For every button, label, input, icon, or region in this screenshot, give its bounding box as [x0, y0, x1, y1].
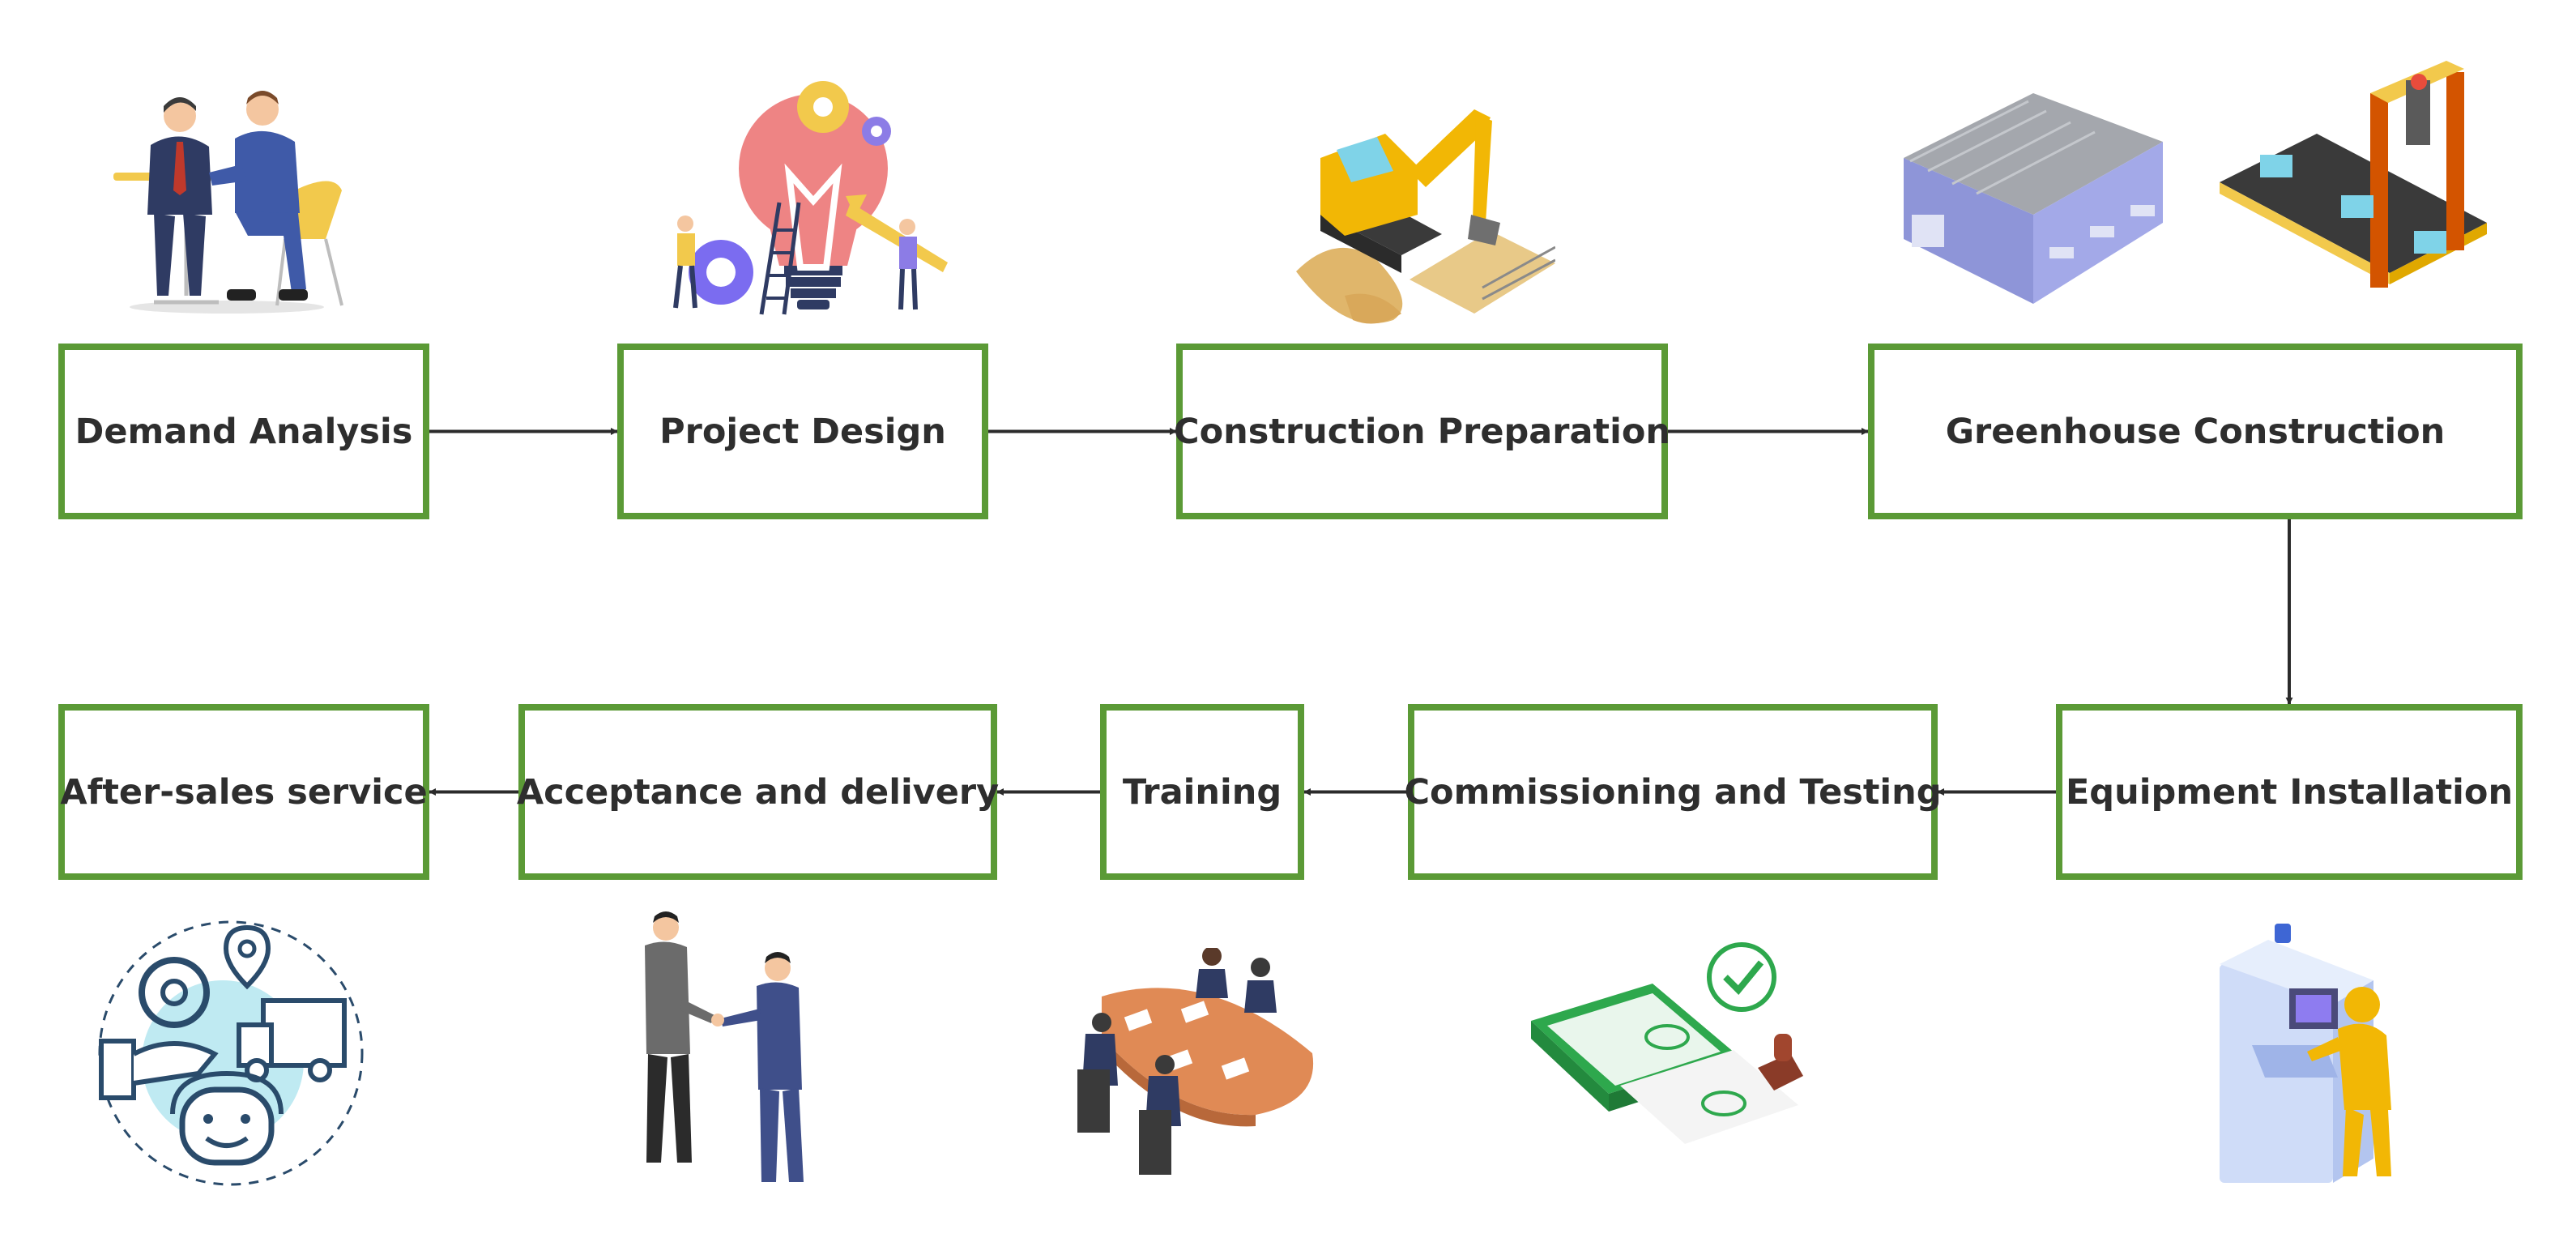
node-label: Construction Preparation — [1174, 411, 1670, 452]
handshake-illustration — [645, 911, 804, 1182]
excavator-illustration — [1296, 109, 1555, 324]
customer-support-icon — [98, 920, 364, 1186]
lightbulb-gears-illustration — [673, 81, 948, 315]
node-label: Greenhouse Construction — [1945, 411, 2446, 452]
node-project-design[interactable]: Project Design — [617, 344, 988, 519]
node-equipment-installation[interactable]: Equipment Installation — [2056, 704, 2523, 880]
technician-at-machine-illustration — [2220, 924, 2391, 1183]
node-acceptance-and-delivery[interactable]: Acceptance and delivery — [516, 704, 1000, 880]
conference-table-illustration — [1077, 948, 1314, 1175]
node-label: Equipment Installation — [2065, 771, 2514, 813]
node-after-sales-service[interactable]: After-sales service — [58, 704, 429, 880]
node-label: Acceptance and delivery — [516, 771, 1000, 813]
node-construction-preparation[interactable]: Construction Preparation — [1174, 344, 1670, 519]
node-label: After-sales service — [60, 771, 428, 813]
node-demand-analysis[interactable]: Demand Analysis — [58, 344, 429, 519]
node-training[interactable]: Training — [1100, 704, 1304, 880]
warehouse-and-conveyor-illustration — [1904, 61, 2487, 304]
node-label: Training — [1122, 771, 1282, 813]
node-greenhouse-construction[interactable]: Greenhouse Construction — [1868, 344, 2523, 519]
node-label: Project Design — [659, 411, 946, 452]
approved-documents-stamp-illustration — [1531, 942, 1803, 1144]
node-commissioning-and-testing[interactable]: Commissioning and Testing — [1404, 704, 1942, 880]
node-label: Demand Analysis — [75, 411, 413, 452]
business-meeting-illustration — [113, 91, 343, 314]
node-label: Commissioning and Testing — [1404, 771, 1942, 813]
edges-group — [429, 428, 2293, 796]
